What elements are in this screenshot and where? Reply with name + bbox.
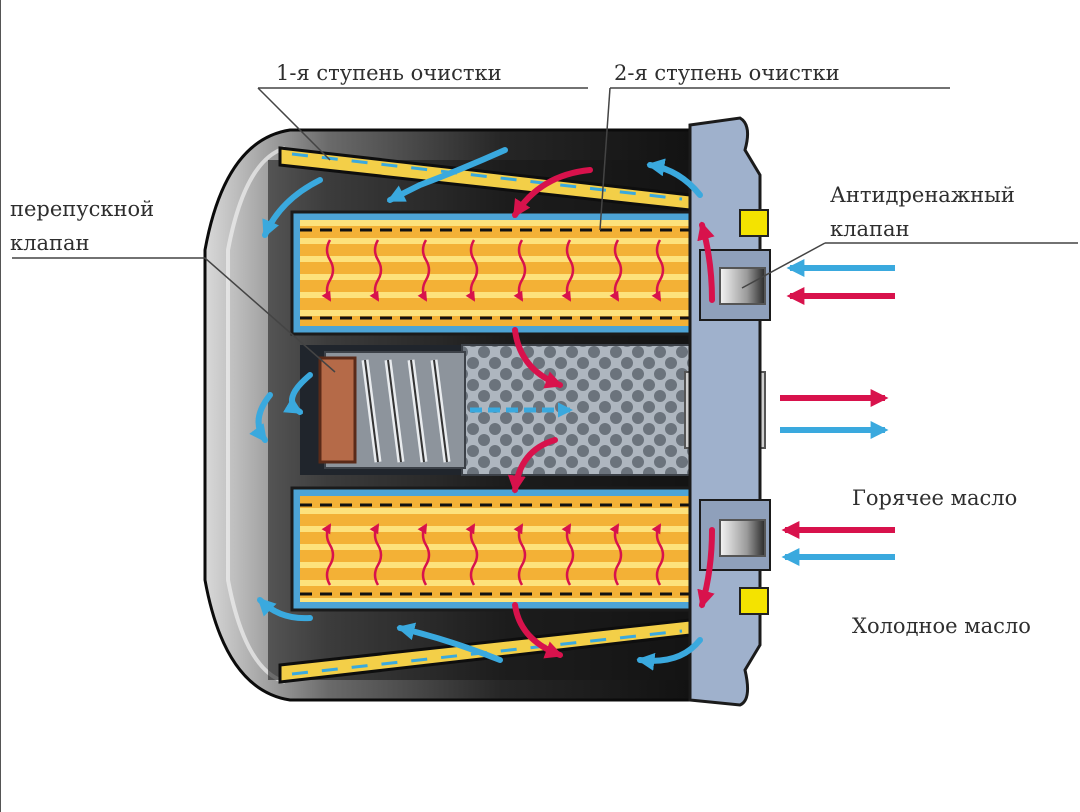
center-core [300, 344, 766, 476]
left-edge-line [0, 0, 1, 812]
seal-upper [739, 209, 769, 237]
label-cold-oil: Холодное масло [852, 614, 1031, 638]
leader-lines [12, 87, 1078, 373]
label-hot-oil: Горячее масло [852, 486, 1017, 510]
label-bypass-line1: перепускной [10, 197, 154, 221]
bypass-valve-disk [318, 356, 357, 464]
flow-arrows [249, 147, 715, 671]
label-stage-1: 1-я ступень очистки [276, 61, 502, 85]
upper-filter-media [290, 210, 704, 336]
label-stage-2: 2-я ступень очистки [614, 61, 840, 85]
base-plate [688, 116, 771, 707]
label-antidrain-line2: клапан [830, 217, 910, 241]
label-antidrain-line1: Антидренажный [830, 183, 1015, 207]
lower-filter-media [290, 486, 704, 612]
seal-lower [739, 587, 769, 615]
external-arrows [780, 259, 895, 566]
label-bypass-line2: клапан [10, 231, 90, 255]
anti-drain-valve [719, 267, 766, 305]
